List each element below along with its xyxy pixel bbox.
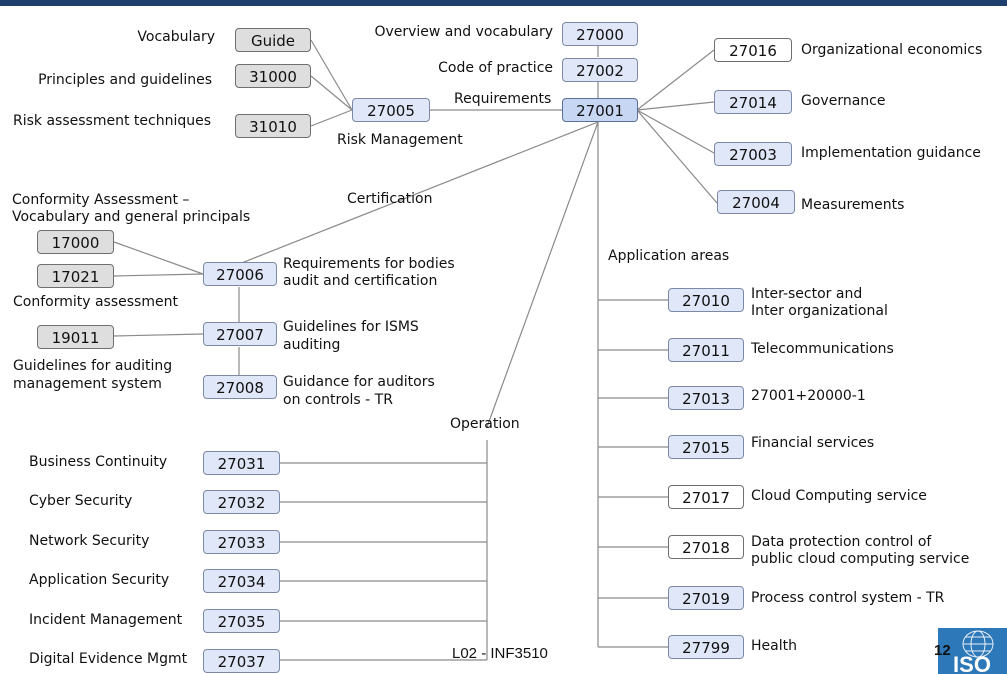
label-27006-1: Requirements for bodies bbox=[283, 256, 455, 272]
label-17021: Conformity assessment bbox=[13, 294, 178, 310]
label-27005: Risk Management bbox=[337, 132, 463, 148]
header-bar bbox=[0, 0, 1007, 6]
box-27037[interactable]: 27037 bbox=[203, 649, 280, 673]
label-27014: Governance bbox=[801, 93, 886, 109]
label-31010: Risk assessment techniques bbox=[13, 113, 212, 129]
box-27035[interactable]: 27035 bbox=[203, 609, 280, 633]
label-27010-2: Inter organizational bbox=[751, 303, 888, 319]
box-27031[interactable]: 27031 bbox=[203, 451, 280, 475]
label-27033: Network Security bbox=[29, 533, 150, 549]
box-27034[interactable]: 27034 bbox=[203, 569, 280, 593]
box-27005[interactable]: 27005 bbox=[352, 98, 430, 122]
hub-box-27001[interactable]: 27001 bbox=[562, 98, 638, 122]
box-19011[interactable]: 19011 bbox=[37, 325, 114, 349]
label-27008-1: Guidance for auditors bbox=[283, 374, 435, 390]
iso-logo-text: ISO bbox=[953, 652, 991, 674]
label-27035: Incident Management bbox=[29, 612, 183, 628]
label-application-areas: Application areas bbox=[608, 248, 730, 264]
iso-logo: ISO bbox=[938, 628, 1007, 674]
label-operation: Operation bbox=[450, 416, 520, 432]
box-27008[interactable]: 27008 bbox=[203, 375, 277, 399]
box-27003[interactable]: 27003 bbox=[714, 142, 792, 166]
box-17021[interactable]: 17021 bbox=[37, 264, 114, 288]
box-27014[interactable]: 27014 bbox=[714, 90, 792, 114]
label-27034: Application Security bbox=[29, 572, 170, 588]
label-31000: Principles and guidelines bbox=[38, 72, 212, 88]
box-27016[interactable]: 27016 bbox=[714, 38, 792, 62]
box-27006[interactable]: 27006 bbox=[203, 262, 277, 286]
label-19011-2: management system bbox=[13, 376, 162, 392]
label-27018-1: Data protection control of bbox=[751, 534, 932, 550]
label-27008-2: on controls - TR bbox=[283, 392, 393, 408]
label-27007-2: auditing bbox=[283, 337, 341, 353]
label-27017: Cloud Computing service bbox=[751, 488, 927, 504]
box-27799[interactable]: 27799 bbox=[668, 635, 744, 659]
label-27016: Organizational economics bbox=[801, 42, 983, 58]
box-27018[interactable]: 27018 bbox=[668, 535, 744, 559]
label-conformity-vocab-2: Vocabulary and general principals bbox=[12, 209, 251, 225]
box-27004[interactable]: 27004 bbox=[717, 190, 795, 214]
label-27010-1: Inter-sector and bbox=[751, 286, 863, 302]
box-31010[interactable]: 31010 bbox=[235, 114, 311, 138]
label-27002: Code of practice bbox=[438, 60, 553, 76]
box-27032[interactable]: 27032 bbox=[203, 490, 280, 514]
box-27007[interactable]: 27007 bbox=[203, 322, 277, 346]
box-17000[interactable]: 17000 bbox=[37, 230, 114, 254]
box-27015[interactable]: 27015 bbox=[668, 435, 744, 459]
box-27002[interactable]: 27002 bbox=[562, 58, 638, 82]
label-27015: Financial services bbox=[751, 435, 875, 451]
box-27019[interactable]: 27019 bbox=[668, 586, 744, 610]
label-requirements: Requirements bbox=[454, 91, 552, 107]
label-27013: 27001+20000-1 bbox=[751, 388, 866, 404]
label-conformity-vocab-1: Conformity Assessment – bbox=[12, 192, 190, 208]
label-27007-1: Guidelines for ISMS bbox=[283, 319, 419, 335]
label-27019: Process control system - TR bbox=[751, 590, 945, 606]
label-vocabulary: Vocabulary bbox=[137, 29, 215, 45]
box-31000[interactable]: 31000 bbox=[235, 64, 311, 88]
label-27799: Health bbox=[751, 638, 797, 654]
label-27004: Measurements bbox=[801, 197, 905, 213]
box-27000[interactable]: 27000 bbox=[562, 22, 638, 46]
page-number: 12 bbox=[934, 642, 951, 659]
label-27011: Telecommunications bbox=[751, 341, 894, 357]
box-27013[interactable]: 27013 bbox=[668, 386, 744, 410]
label-27006-2: audit and certification bbox=[283, 273, 438, 289]
box-27017[interactable]: 27017 bbox=[668, 485, 744, 509]
label-27032: Cyber Security bbox=[29, 493, 133, 509]
label-27000: Overview and vocabulary bbox=[374, 24, 553, 40]
label-27003: Implementation guidance bbox=[801, 145, 981, 161]
box-guide[interactable]: Guide bbox=[235, 28, 311, 52]
box-27033[interactable]: 27033 bbox=[203, 530, 280, 554]
label-27018-2: public cloud computing service bbox=[751, 551, 970, 567]
slide-footer: L02 - INF3510 bbox=[452, 645, 548, 662]
label-certification: Certification bbox=[347, 191, 433, 207]
box-27010[interactable]: 27010 bbox=[668, 288, 744, 312]
label-27031: Business Continuity bbox=[29, 454, 168, 470]
box-27011[interactable]: 27011 bbox=[668, 338, 744, 362]
label-19011-1: Guidelines for auditing bbox=[13, 358, 173, 374]
label-27037: Digital Evidence Mgmt bbox=[29, 651, 188, 667]
